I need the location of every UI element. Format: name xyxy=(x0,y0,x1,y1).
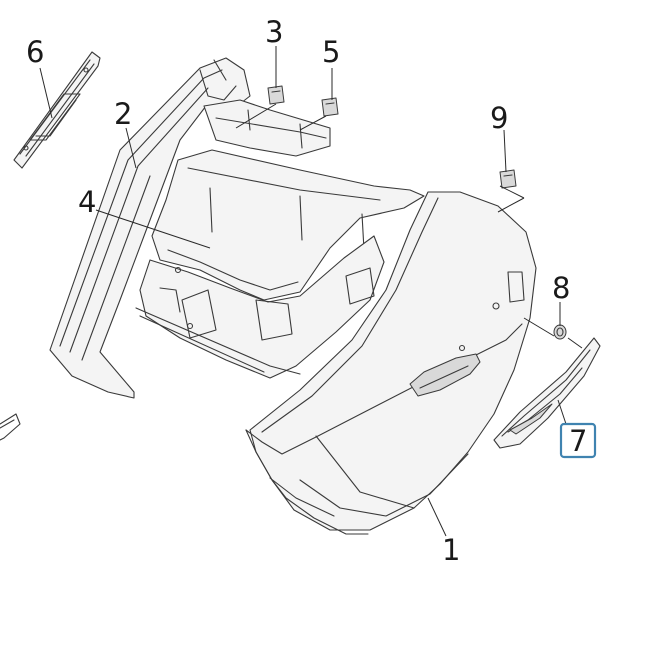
callout-9: 9 xyxy=(490,101,508,135)
leader-lines xyxy=(39,46,583,537)
callout-2: 2 xyxy=(114,97,132,131)
callout-7-highlight-box xyxy=(559,422,597,459)
part-1-rear-cowl[interactable] xyxy=(49,57,537,535)
callout-5: 5 xyxy=(322,35,340,69)
callout-7: 7 xyxy=(569,424,587,458)
callout-8: 8 xyxy=(552,271,570,305)
callout-3: 3 xyxy=(265,15,283,49)
part-5-clip[interactable] xyxy=(321,97,339,117)
part-6-bracket[interactable] xyxy=(13,51,101,169)
callout-labels: 6 2 3 5 9 4 8 1 7 xyxy=(26,15,597,567)
adjacent-part-fragment xyxy=(0,413,21,441)
part-8-grommet[interactable] xyxy=(553,324,567,340)
callout-1: 1 xyxy=(442,533,460,567)
part-9-clip[interactable] xyxy=(499,169,517,189)
part-7-side-trim[interactable] xyxy=(493,337,601,449)
callout-4: 4 xyxy=(78,185,96,219)
part-3-clip[interactable] xyxy=(267,85,285,105)
callout-6: 6 xyxy=(26,35,44,69)
